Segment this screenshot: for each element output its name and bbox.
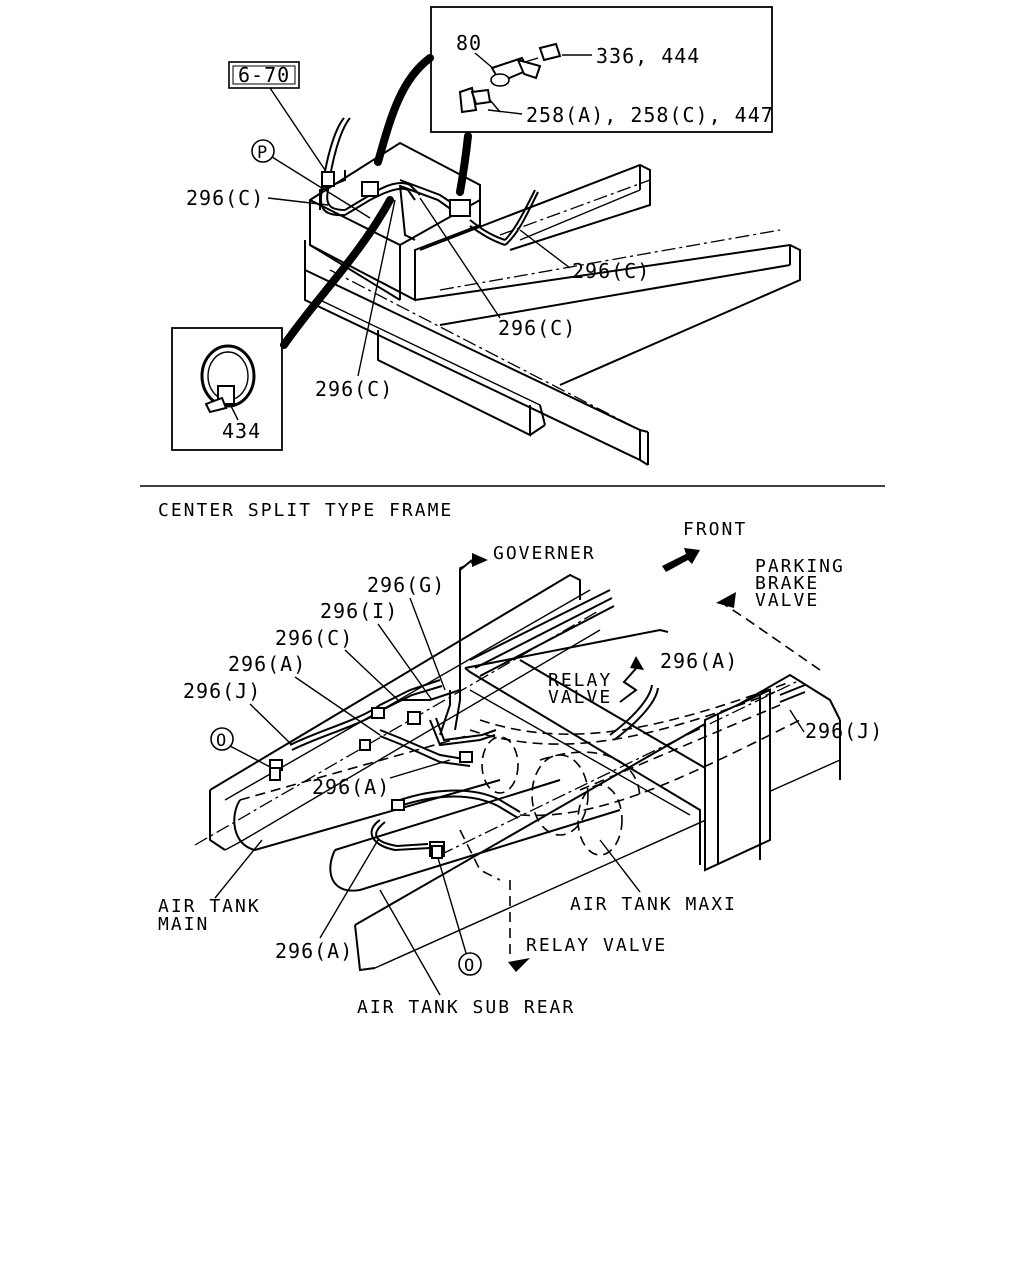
hose-label-top-middle: 296(C) [498, 316, 576, 340]
fitting-left [361, 181, 379, 197]
tee-fitting [449, 199, 471, 217]
air-tank-sub-rear-label: AIR TANK SUB REAR [357, 997, 575, 1018]
callout-clamp-box: 434 [171, 327, 283, 451]
air-tank-maxi-label: AIR TANK MAXI [570, 894, 737, 915]
top-hoses [320, 117, 539, 246]
arrow-icon [630, 656, 644, 670]
governer-arrow: GOVERNER [459, 543, 596, 700]
marker-o-left: O [210, 727, 273, 769]
bottom-piping [269, 559, 806, 881]
air-tank-main [233, 734, 519, 852]
relay-valve-upper-label-2: VALVE [548, 687, 612, 708]
front-label: FRONT [683, 519, 747, 540]
marker-o-right: O [437, 857, 482, 976]
clamp-icon-left [269, 767, 281, 781]
hose-label-a-bottom: 296(A) [275, 939, 353, 963]
ref-box-label: 6-70 [238, 63, 290, 87]
bolt-icon [538, 42, 562, 62]
hose-label-a-upper-left: 296(A) [228, 652, 306, 676]
air-tank-main-label-2: MAIN [158, 914, 209, 935]
section-title: CENTER SPLIT TYPE FRAME [158, 500, 453, 521]
hose-label-c: 296(C) [275, 626, 353, 650]
parking-brake-label-3: VALVE [755, 590, 819, 611]
parking-brake-label-1: PARKING [755, 556, 845, 577]
ref-box-6-70: 6-70 [228, 61, 326, 171]
top-view: 6-70 P 296(C) 296(C) 296(C) 296(C) 80 [171, 6, 801, 466]
relay-valve-upper: RELAY VALVE [548, 656, 644, 708]
arrow-icon [472, 553, 488, 567]
governer-label: GOVERNER [493, 543, 596, 564]
parking-brake-label-2: BRAKE [755, 573, 819, 594]
hose-label-j-right: 296(J) [805, 719, 883, 743]
hose-label-i: 296(I) [320, 599, 398, 623]
hose-label-j-left: 296(J) [183, 679, 261, 703]
arrow-icon [508, 958, 530, 972]
hose-label-a-right: 296(A) [660, 649, 738, 673]
clamp-icon-right [431, 845, 443, 859]
marker-p: P [251, 139, 371, 219]
parking-brake-arrow: PARKING BRAKE VALVE [716, 556, 845, 671]
part-80-label: 80 [456, 31, 482, 55]
part-258-label: 258(A), 258(C), 447 [526, 103, 774, 127]
hose-label-top-left: 296(C) [186, 186, 264, 210]
part-336-444-label: 336, 444 [596, 44, 700, 68]
hose-label-top-lower: 296(C) [315, 377, 393, 401]
hose-label-g: 296(G) [367, 573, 445, 597]
air-tank-maxi [531, 751, 641, 836]
clamp-part-label: 434 [222, 419, 261, 443]
relay-valve-lower: RELAY VALVE [508, 880, 667, 972]
arrow-icon [716, 592, 736, 608]
relay-valve-lower-label: RELAY VALVE [526, 935, 667, 956]
bottom-frame [194, 573, 841, 972]
air-tank-main-label-1: AIR TANK [158, 896, 261, 917]
marker-p-label: P [257, 143, 267, 163]
marker-o-right-label: O [464, 956, 474, 976]
front-arrow-icon [662, 548, 700, 572]
callout-fitting-box: 80 336, 444 258(A), 258(C), 447 [430, 6, 774, 133]
marker-o-left-label: O [216, 731, 226, 751]
bottom-view: CENTER SPLIT TYPE FRAME FRONT [158, 500, 883, 1018]
hose-label-top-right: 296(C) [572, 259, 650, 283]
relay-valve-upper-label-1: RELAY [548, 670, 612, 691]
hose-label-a-middle: 296(A) [312, 775, 390, 799]
